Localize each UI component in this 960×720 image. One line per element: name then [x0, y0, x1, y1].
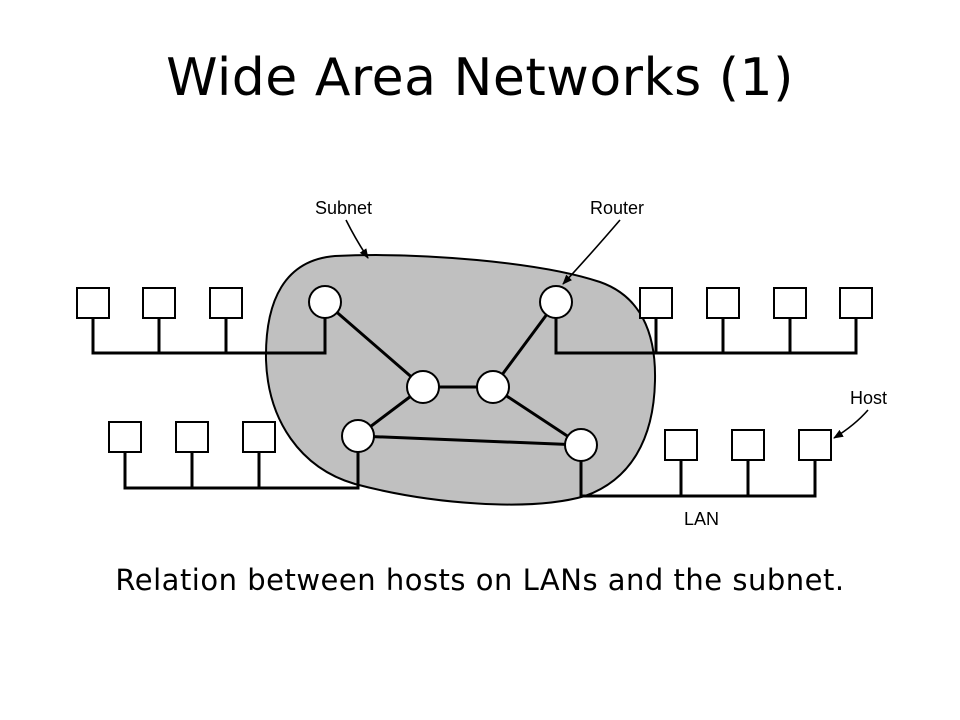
host-box: [664, 429, 698, 461]
lan-top-right: [554, 287, 873, 355]
router-pointer-arrow: [562, 219, 621, 285]
router-link: [491, 301, 558, 388]
host-box: [242, 421, 276, 453]
lan-bus: [579, 445, 817, 498]
host-box: [209, 287, 243, 319]
router-link: [324, 300, 424, 389]
routers: [308, 285, 598, 462]
lan-bus: [554, 302, 858, 355]
subnet-label: Subnet: [315, 198, 372, 218]
router-node: [476, 370, 510, 404]
host-box: [76, 287, 110, 319]
lan-bottom-right: [579, 429, 832, 498]
slide-title: Wide Area Networks (1): [166, 48, 794, 108]
host-box: [142, 287, 176, 319]
lan-bottom-left: [108, 421, 360, 490]
host-box: [706, 287, 740, 319]
router-link: [492, 385, 582, 447]
router-link: [357, 434, 582, 447]
lan-label: LAN: [684, 509, 719, 529]
host-box: [108, 421, 142, 453]
lan-top-left: [76, 287, 327, 355]
router-label: Router: [590, 198, 644, 218]
lan-bus: [123, 436, 360, 490]
host-box: [798, 429, 832, 461]
host-box: [731, 429, 765, 461]
subnet-pointer-arrow: [345, 219, 369, 259]
host-pointer-arrow: [833, 409, 869, 439]
router-node: [406, 370, 440, 404]
lan-bus: [91, 318, 327, 355]
router-node: [341, 419, 375, 453]
host-box: [839, 287, 873, 319]
host-label: Host: [850, 388, 887, 408]
host-box: [773, 287, 807, 319]
router-node: [308, 285, 342, 319]
router-node: [539, 285, 573, 319]
host-box: [639, 287, 673, 319]
host-box: [175, 421, 209, 453]
slide-caption: Relation between hosts on LANs and the s…: [115, 563, 845, 597]
router-node: [564, 428, 598, 462]
